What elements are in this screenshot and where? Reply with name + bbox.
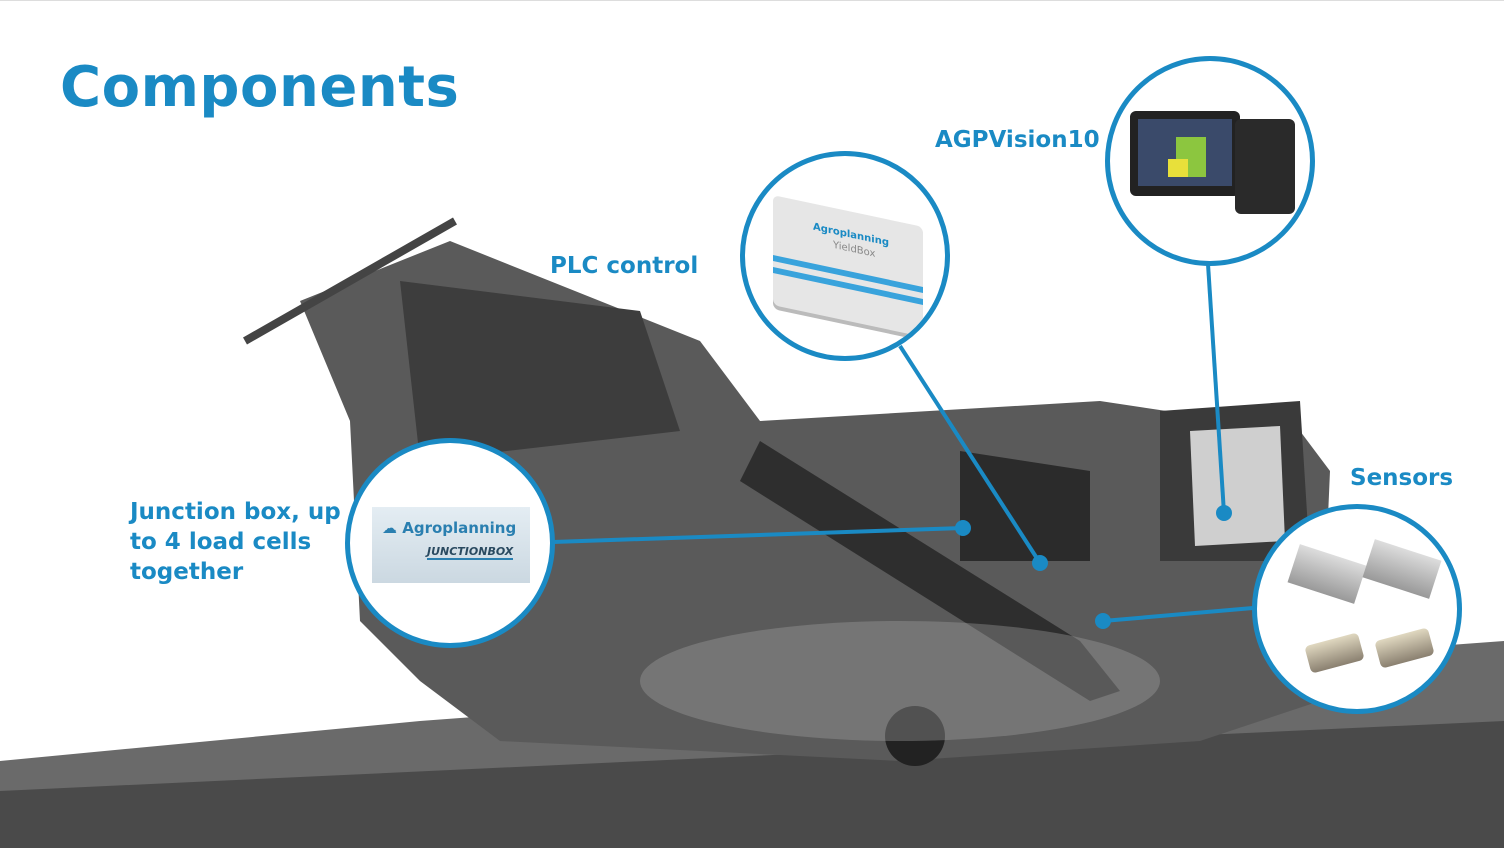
load-cell-image bbox=[1287, 544, 1367, 604]
display-circle bbox=[1105, 56, 1315, 266]
sensors-circle bbox=[1252, 504, 1462, 714]
display-connector-line bbox=[1206, 263, 1226, 514]
junction-label: Junction box, up to 4 load cells togethe… bbox=[130, 497, 341, 587]
junction-plate-image: ☁ Agroplanning JUNCTIONBOX bbox=[372, 507, 530, 583]
plc-label: PLC control bbox=[550, 253, 699, 279]
junction-plate-brand-text: Agroplanning bbox=[402, 519, 517, 537]
slide-title: Components bbox=[60, 55, 460, 120]
junction-circle: ☁ Agroplanning JUNCTIONBOX bbox=[345, 438, 555, 648]
proximity-sensor-image bbox=[1374, 627, 1435, 669]
plc-box-image: Agroplanning YieldBox bbox=[773, 195, 923, 337]
junction-plate-name: JUNCTIONBOX bbox=[427, 545, 514, 560]
conveyor bbox=[740, 441, 1120, 701]
proximity-sensor-image bbox=[1304, 632, 1365, 674]
sensors-label: Sensors bbox=[1350, 465, 1454, 491]
display-label: AGPVision10 bbox=[935, 127, 1100, 153]
junction-label-line: together bbox=[130, 559, 244, 585]
load-cell-image bbox=[1362, 539, 1442, 599]
junction-label-line: to 4 load cells bbox=[130, 529, 312, 555]
plc-connector-line bbox=[898, 344, 1042, 565]
junction-connector-line bbox=[552, 526, 964, 544]
junction-plate-brand: ☁ Agroplanning bbox=[382, 519, 517, 537]
tablet-image bbox=[1130, 111, 1240, 196]
plc-circle: Agroplanning YieldBox bbox=[740, 151, 950, 361]
junction-label-line: Junction box, up bbox=[130, 499, 341, 525]
sensors-connector-line bbox=[1102, 606, 1254, 623]
